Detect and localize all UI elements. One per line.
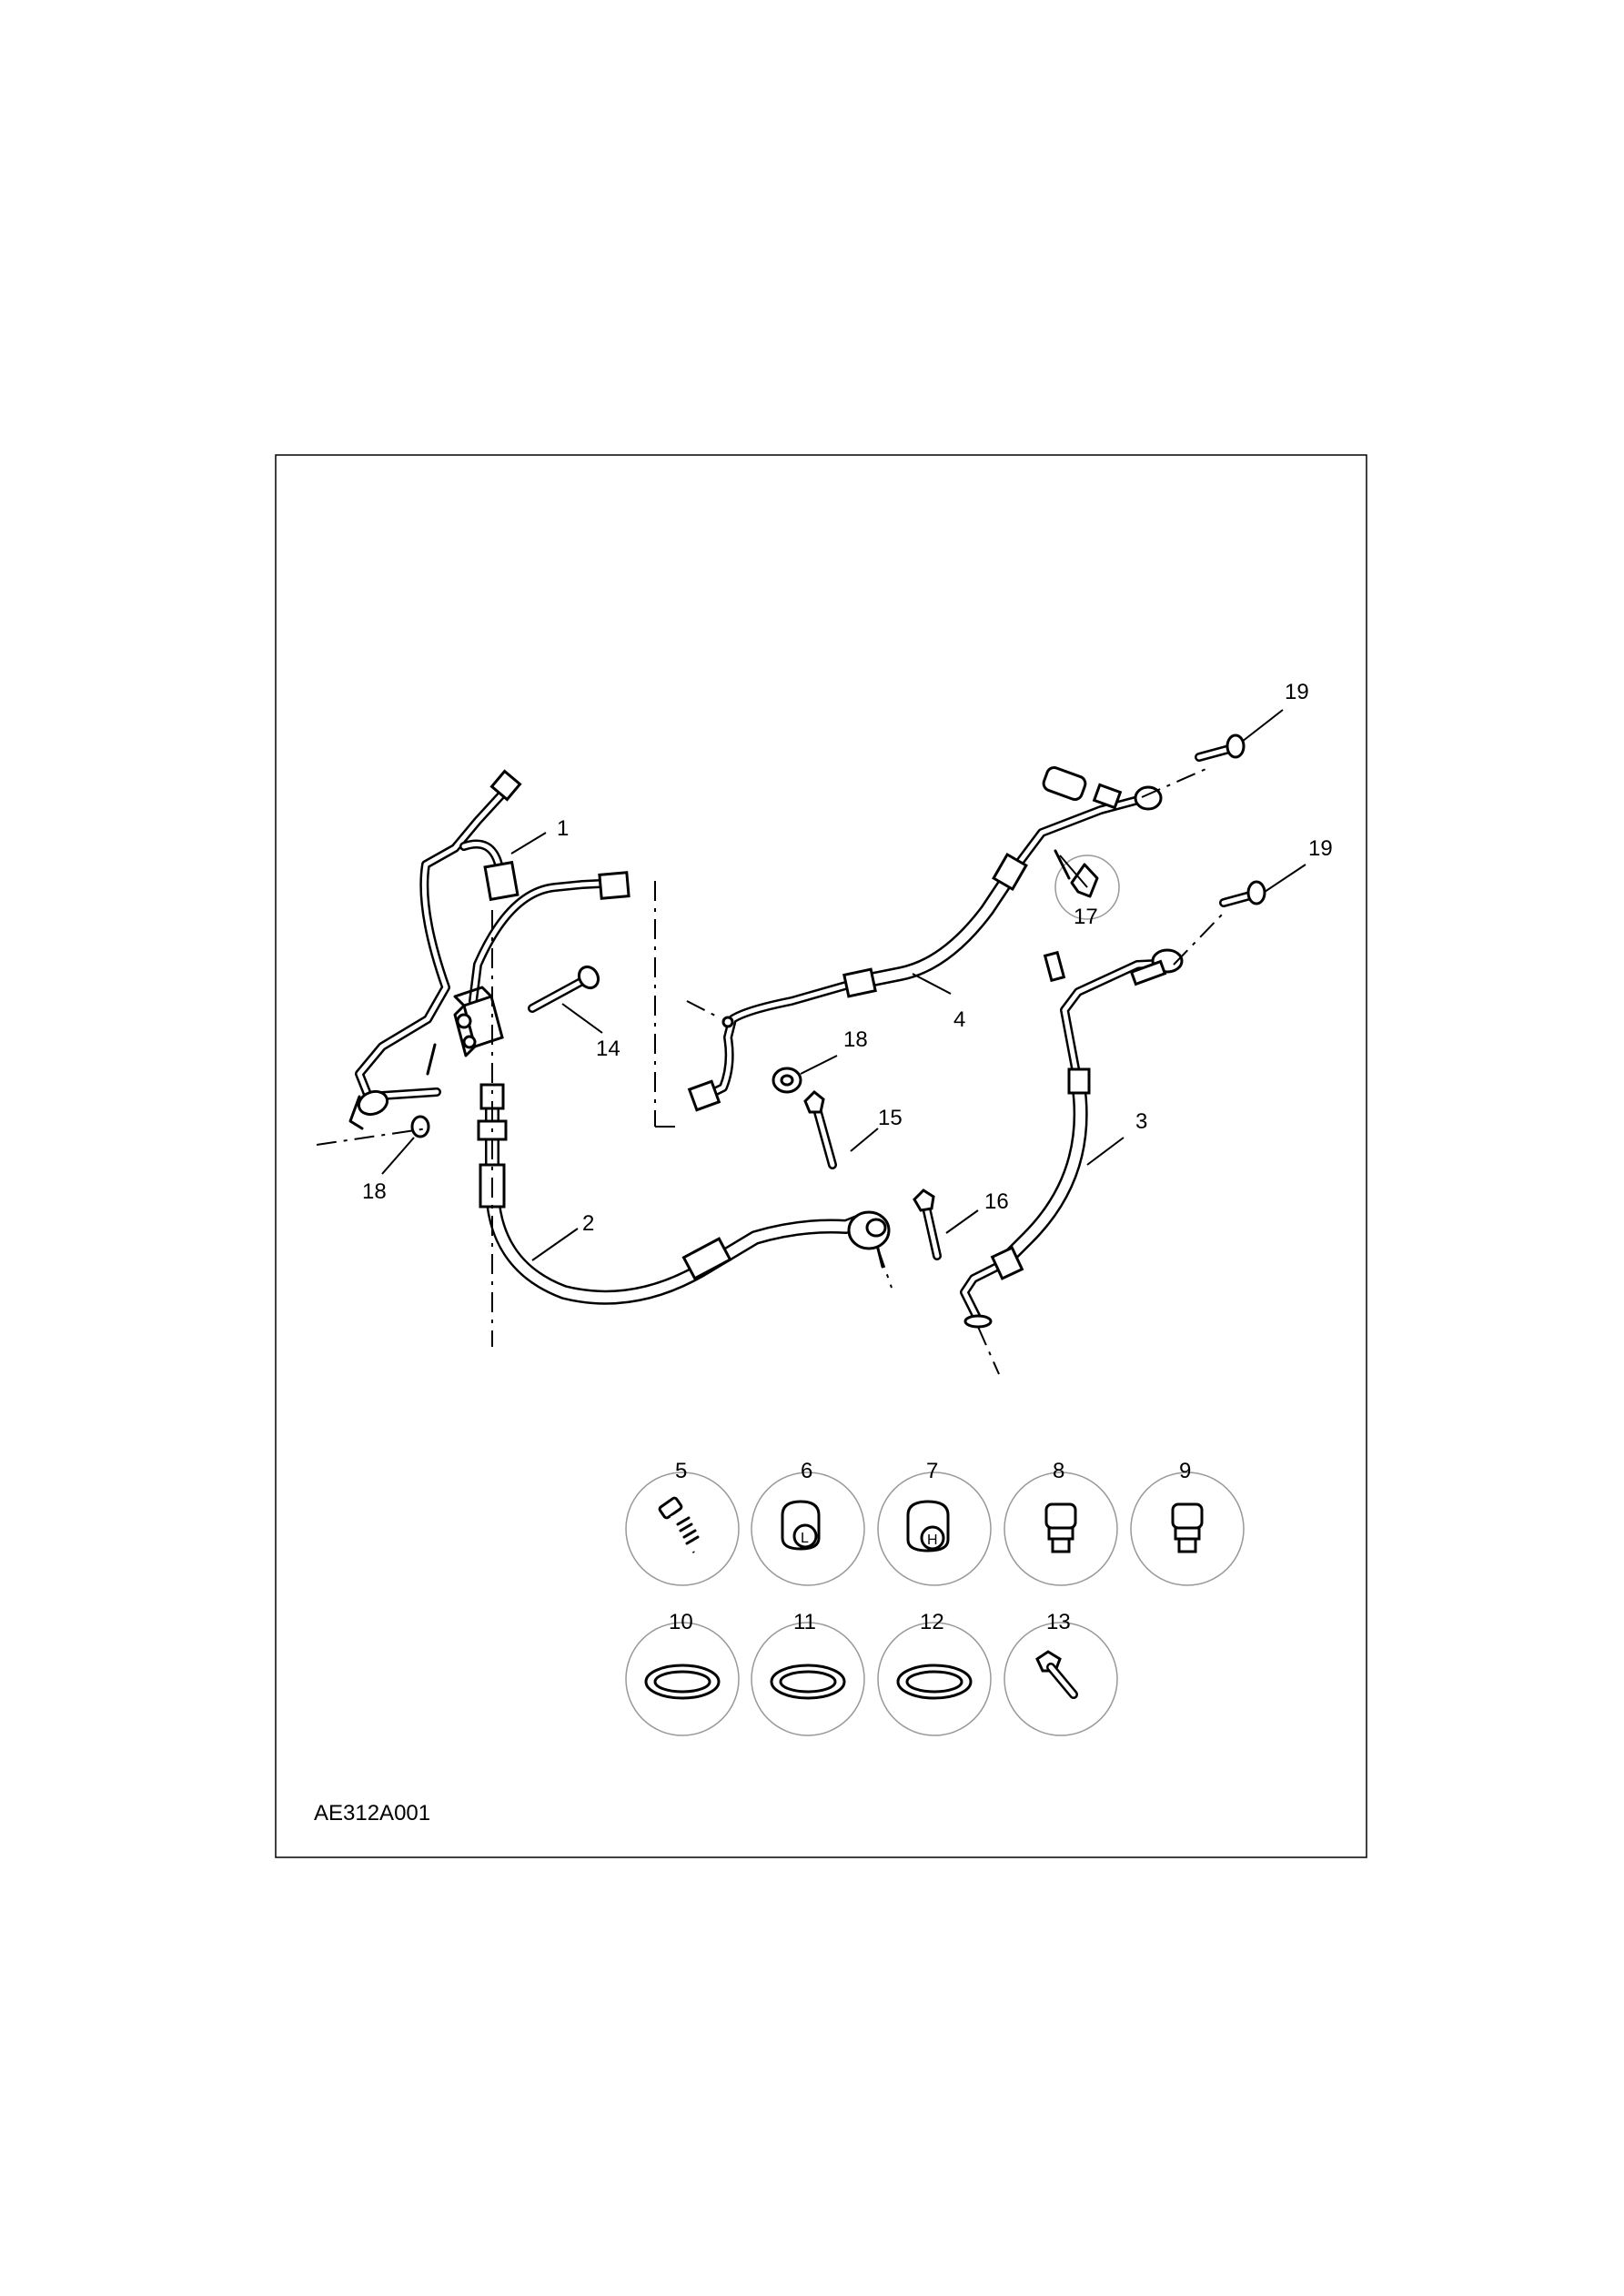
nut-part-18-right — [772, 1067, 802, 1094]
detail-part-13-bolt: 13 — [1004, 1610, 1118, 1736]
callout-16: 16 — [984, 1189, 1009, 1214]
detail-part-6-low-cap: L 6 — [751, 1459, 865, 1586]
callout-17: 17 — [1074, 905, 1098, 929]
detail-part-5: 5 — [625, 1459, 740, 1586]
callouts: 1 2 3 4 14 15 16 17 18 18 19 19 — [362, 680, 1333, 1236]
leader-lines — [381, 709, 1306, 1261]
callout-3: 3 — [1135, 1109, 1147, 1134]
nut-part-18-left — [410, 1115, 430, 1138]
detail-part-11-o-ring: 11 — [751, 1610, 865, 1736]
callout-14: 14 — [596, 1037, 620, 1061]
bolt-part-14 — [528, 965, 600, 1013]
detail-part-9-pressure-switch: 9 — [1130, 1459, 1245, 1586]
callout-6: 6 — [801, 1459, 812, 1483]
bolt-part-19-upper — [1195, 733, 1246, 762]
callout-1: 1 — [557, 816, 569, 841]
detail-part-12-o-ring: 12 — [877, 1610, 992, 1736]
detail-part-8-pressure-switch: 8 — [1004, 1459, 1118, 1586]
callout-8: 8 — [1053, 1459, 1064, 1483]
low-cap-label: L — [801, 1531, 809, 1546]
high-cap-label: H — [927, 1532, 938, 1548]
bolt-part-15 — [803, 1089, 837, 1169]
callout-12: 12 — [920, 1610, 944, 1634]
callout-18-right: 18 — [843, 1027, 868, 1052]
bolt-part-16 — [913, 1188, 942, 1260]
callout-15: 15 — [878, 1106, 903, 1130]
callout-9: 9 — [1179, 1459, 1191, 1483]
callout-5: 5 — [675, 1459, 687, 1483]
bolt-part-19-lower — [1219, 880, 1266, 907]
callout-18-left: 18 — [362, 1179, 387, 1204]
detail-part-7-high-cap: H 7 — [877, 1459, 992, 1586]
callout-4: 4 — [953, 1007, 965, 1032]
figure-code: AE312A001 — [314, 1801, 430, 1826]
callout-11: 11 — [793, 1610, 816, 1634]
callout-10: 10 — [669, 1610, 693, 1634]
callout-2: 2 — [582, 1211, 594, 1236]
pipe-assembly-part-1 — [348, 769, 630, 1130]
diagram-frame — [275, 454, 1367, 1858]
callout-19-lower: 19 — [1308, 836, 1333, 861]
callout-7: 7 — [926, 1459, 938, 1483]
pipe-hose-part-4 — [687, 766, 1163, 1112]
detail-part-10-o-ring: 10 — [625, 1610, 740, 1736]
pipe-hose-part-3 — [960, 948, 1184, 1329]
hose-part-2 — [477, 1083, 891, 1305]
callout-19-upper: 19 — [1285, 680, 1309, 704]
callout-13: 13 — [1046, 1610, 1071, 1634]
assembly-lines — [316, 766, 1225, 1375]
